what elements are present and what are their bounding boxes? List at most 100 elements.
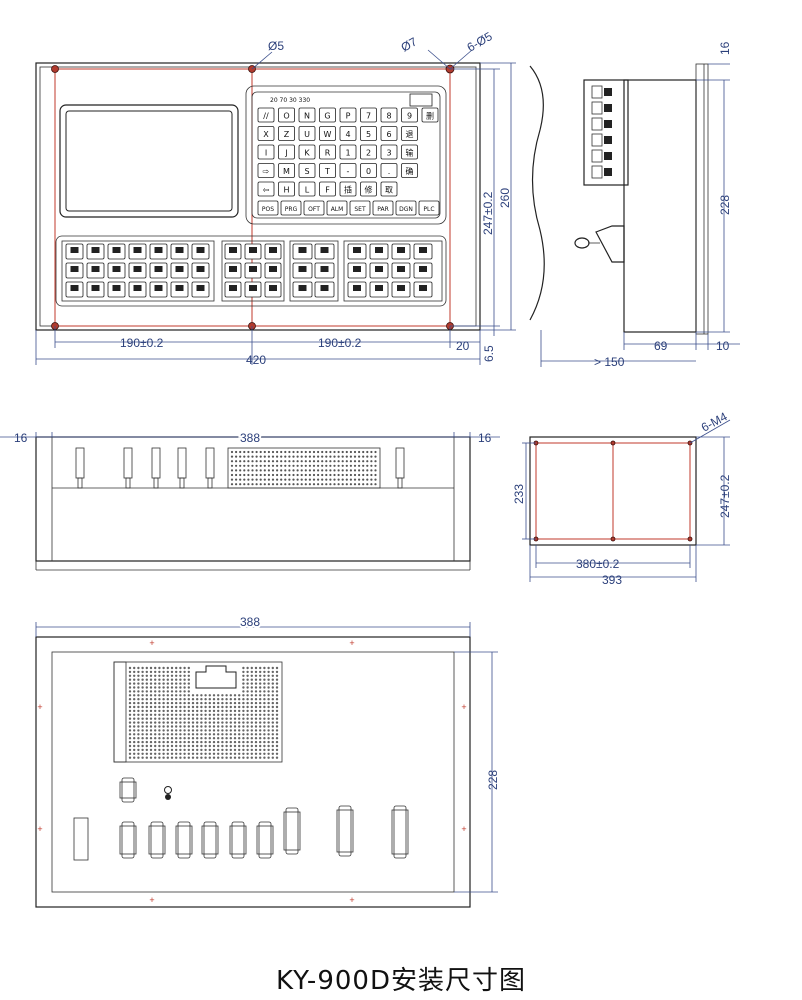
function-key[interactable]: PRG	[280, 200, 302, 216]
keypad-key-label: 1	[345, 149, 350, 158]
cutout-outline	[529, 436, 697, 546]
keypad-key[interactable]: 退	[401, 126, 418, 141]
keypad-key-label: 6	[386, 130, 391, 139]
keypad-key[interactable]: 确	[401, 163, 418, 178]
back-mark: +	[37, 824, 42, 834]
keypad-key[interactable]: 6	[380, 126, 398, 141]
keypad-key[interactable]: 4	[339, 126, 357, 141]
back-connector	[203, 821, 217, 859]
keypad-key[interactable]: T	[319, 163, 336, 178]
keypad-key-label: S	[304, 167, 309, 176]
back-switch	[73, 817, 89, 861]
top-connectors	[75, 447, 405, 489]
function-key[interactable]: SET	[349, 200, 371, 216]
keypad-key[interactable]: G	[319, 107, 336, 123]
keypad-key[interactable]: X	[257, 126, 275, 141]
keypad-key-label: 取	[385, 186, 393, 195]
keypad-key[interactable]: M	[278, 163, 295, 178]
function-key[interactable]: PAR	[372, 200, 394, 216]
side-dim-height: 228	[718, 195, 732, 215]
keypad-key-label: H	[283, 186, 289, 195]
keypad-key-label: T	[324, 167, 330, 176]
keypad-key-label: 0	[366, 167, 371, 176]
keypad-key-label: I	[265, 149, 267, 158]
back-connector	[285, 807, 299, 855]
keypad-key[interactable]: 取	[380, 181, 398, 197]
keypad-key[interactable]: 1	[339, 144, 357, 160]
function-key[interactable]: OFT	[303, 200, 325, 216]
keypad-key[interactable]: J	[278, 144, 295, 160]
keypad-key[interactable]: R	[319, 144, 336, 160]
keypad-key[interactable]: P	[339, 107, 357, 123]
keypad-key[interactable]: .	[380, 163, 398, 178]
keypad-key-label: 删	[426, 111, 434, 121]
dim-margin: 20	[456, 339, 470, 353]
keypad-key[interactable]: L	[298, 181, 316, 197]
top-dim-left: 16	[14, 431, 28, 445]
keypad-key[interactable]: 9	[401, 107, 418, 123]
keypad-key[interactable]: H	[278, 181, 295, 197]
function-key[interactable]: PLC	[418, 200, 440, 216]
keypad-key-label: G	[324, 112, 330, 121]
keypad-key-label: O	[283, 112, 289, 121]
keypad-key[interactable]: I	[257, 144, 275, 160]
keypad-key-label: P	[346, 112, 351, 121]
keypad-key[interactable]: //	[257, 107, 275, 123]
keypad-key-label: 9	[407, 112, 412, 121]
top-connector	[205, 447, 215, 479]
keypad-key[interactable]: 7	[360, 107, 377, 123]
function-key-label: POS	[262, 206, 274, 213]
function-key[interactable]: POS	[257, 200, 279, 216]
keypad-key[interactable]: U	[298, 126, 316, 141]
keypad-key[interactable]: F	[319, 181, 336, 197]
front-panel-outline	[35, 62, 481, 331]
cutout-dim-width-tol: 380±0.2	[576, 557, 620, 571]
keypad-key-label: N	[304, 112, 310, 121]
keypad-key[interactable]: 2	[360, 144, 377, 160]
keypad-key-label: J	[284, 149, 287, 158]
keypad-key[interactable]: O	[278, 107, 295, 123]
keypad-key[interactable]: W	[319, 126, 336, 141]
back-connector	[150, 821, 164, 859]
keypad-key[interactable]: 插	[339, 181, 357, 197]
keypad-key[interactable]: S	[298, 163, 316, 178]
keypad-key-label: 8	[386, 112, 391, 121]
keypad-key[interactable]: 0	[360, 163, 377, 178]
keypad-key[interactable]: 修	[360, 181, 377, 197]
dim-total: 420	[246, 353, 266, 367]
function-key-label: PLC	[423, 206, 434, 213]
side-view: 16 228 69 10 > 150	[540, 41, 740, 369]
keypad-key[interactable]: 3	[380, 144, 398, 160]
back-connector	[338, 805, 352, 857]
side-dim-top: 16	[718, 41, 732, 55]
keypad-key[interactable]: 5	[360, 126, 377, 141]
function-key-label: OFT	[308, 206, 320, 213]
keypad-key[interactable]: -	[339, 163, 357, 178]
keypad-key[interactable]: 删	[421, 107, 439, 123]
keypad-key[interactable]: ⇨	[257, 163, 275, 178]
keypad-key[interactable]: ⇦	[257, 181, 275, 197]
top-dim-width: 388	[240, 431, 260, 445]
hole-large-label: Ø7	[399, 34, 420, 54]
function-key[interactable]: DGN	[395, 200, 417, 216]
side-terminal	[591, 85, 603, 99]
function-key[interactable]: ALM	[326, 200, 348, 216]
keypad-key[interactable]: Z	[278, 126, 295, 141]
back-vent-tab	[195, 665, 237, 689]
top-view: 16 388 16	[0, 429, 500, 571]
keypad-key[interactable]: 8	[380, 107, 398, 123]
back-connector	[258, 821, 272, 859]
keypad-key[interactable]: N	[298, 107, 316, 123]
keypad-key[interactable]: K	[298, 144, 316, 160]
back-mark: +	[461, 702, 466, 712]
keypad-key-label: M	[283, 167, 290, 176]
top-view-body	[35, 436, 471, 562]
back-mark: +	[461, 824, 466, 834]
back-connector	[121, 821, 135, 859]
cutout-dim-width: 393	[602, 573, 622, 587]
mount-hole	[51, 65, 59, 73]
back-dim-width: 388	[240, 615, 260, 629]
keypad-key[interactable]: 输	[401, 144, 418, 160]
